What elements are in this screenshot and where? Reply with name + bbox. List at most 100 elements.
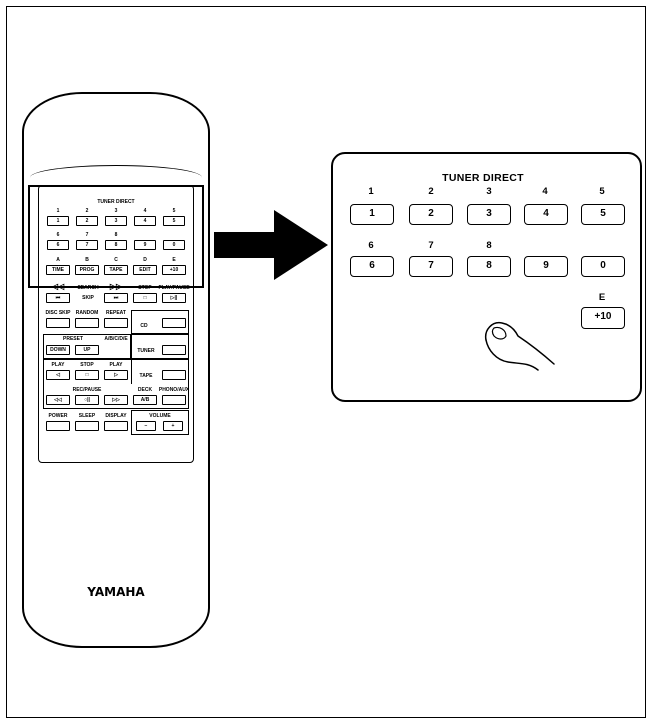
volume-label: VOLUME [149, 413, 171, 419]
zoom-key-2[interactable]: 2 [409, 204, 453, 225]
remote-key-6[interactable]: 6 [47, 240, 69, 250]
function-label-d: D [143, 257, 147, 263]
volume-group [131, 410, 189, 435]
remote-key-8[interactable]: 8 [105, 240, 127, 250]
direct-label-6: 6 [56, 232, 60, 238]
remote-key-7[interactable]: 7 [76, 240, 98, 250]
play-pause-button[interactable]: ▷|| [162, 293, 186, 303]
power-button[interactable] [46, 421, 70, 431]
phono-aux-button[interactable] [162, 395, 186, 405]
zoom-key-6[interactable]: 6 [350, 256, 394, 277]
tape-play-forward-button[interactable]: ▷ [104, 370, 128, 380]
zoom-key-7[interactable]: 7 [409, 256, 453, 277]
zoom-arrow-icon [214, 210, 328, 280]
skip-forward-button[interactable]: ⏭ [104, 293, 128, 303]
cd-button[interactable] [162, 318, 186, 328]
direct-label-8: 8 [114, 232, 118, 238]
tape-group [43, 359, 189, 409]
preset-down-button[interactable]: DOWN [46, 345, 70, 355]
remote-key-4[interactable]: 4 [134, 216, 156, 226]
zoom-label-4: 4 [542, 186, 548, 197]
tuner-button[interactable] [162, 345, 186, 355]
tuner-group [131, 334, 189, 359]
search-forward-icon: ▷▷ [109, 282, 123, 291]
page-frame [6, 6, 646, 718]
random-button[interactable] [75, 318, 99, 328]
zoom-key-8[interactable]: 8 [467, 256, 511, 277]
tape-edit-button[interactable]: TAPE [104, 265, 128, 275]
preset-up-button[interactable]: UP [75, 345, 99, 355]
remote-key-2[interactable]: 2 [76, 216, 98, 226]
brand-logo: YAMAHA [87, 585, 145, 599]
tuner-direct-highlight [28, 185, 204, 288]
tape-divider [131, 359, 132, 384]
rec-pause-button[interactable]: ○|| [75, 395, 99, 405]
search-label: SEARCH [77, 285, 99, 291]
sleep-button[interactable] [75, 421, 99, 431]
abcde-label: A/B/C/D/E [104, 336, 128, 342]
zoom-plus10-button[interactable]: +10 [581, 307, 625, 329]
remote-key-1[interactable]: 1 [47, 216, 69, 226]
zoom-label-7: 7 [428, 240, 434, 251]
function-label-c: C [114, 257, 118, 263]
disc-skip-label: DISC SKIP [45, 310, 71, 316]
direct-label-2: 2 [85, 208, 89, 214]
zoom-key-9[interactable]: 9 [524, 256, 568, 277]
remote-key-3[interactable]: 3 [105, 216, 127, 226]
skip-back-button[interactable]: ⏮ [46, 293, 70, 303]
zoom-title: TUNER DIRECT [442, 172, 524, 184]
volume-up-button[interactable]: + [163, 421, 183, 431]
tape-play-reverse-button[interactable]: ◁ [46, 370, 70, 380]
tape-play-right-label: PLAY [109, 362, 123, 368]
zoom-label-3: 3 [486, 186, 492, 197]
cd-label: CD [140, 323, 148, 329]
random-label: RANDOM [75, 310, 99, 316]
display-label: DISPLAY [105, 413, 127, 419]
zoom-label-6: 6 [368, 240, 374, 251]
remote-key-9[interactable]: 9 [134, 240, 156, 250]
time-button[interactable]: TIME [46, 265, 70, 275]
remote-key-5[interactable]: 5 [163, 216, 185, 226]
repeat-button[interactable] [104, 318, 128, 328]
phono-aux-label: PHONO/AUX [158, 387, 190, 393]
tape-play-left-label: PLAY [51, 362, 65, 368]
fast-forward-button[interactable]: ▷▷ [104, 395, 128, 405]
tape-stop-label: STOP [80, 362, 94, 368]
finger-icon [484, 321, 555, 371]
sleep-label: SLEEP [78, 413, 96, 419]
zoom-key-1[interactable]: 1 [350, 204, 394, 225]
tape-stop-button[interactable]: □ [75, 370, 99, 380]
power-label: POWER [48, 413, 68, 419]
disc-skip-button[interactable] [46, 318, 70, 328]
edit-button[interactable]: EDIT [133, 265, 157, 275]
direct-label-1: 1 [56, 208, 60, 214]
zoom-key-5[interactable]: 5 [581, 204, 625, 225]
repeat-label: REPEAT [106, 310, 126, 316]
deck-ab-button[interactable]: A/B [133, 395, 157, 405]
search-back-icon: ◁◁ [51, 282, 65, 291]
zoom-key-3[interactable]: 3 [467, 204, 511, 225]
stop-button[interactable]: □ [133, 293, 157, 303]
plus10-button[interactable]: +10 [162, 265, 186, 275]
function-label-b: B [85, 257, 89, 263]
zoom-label-8: 8 [486, 240, 492, 251]
function-label-e: E [172, 257, 176, 263]
tuner-direct-zoom-panel [331, 152, 642, 402]
stop-label: STOP [138, 285, 152, 291]
rewind-button[interactable]: ◁◁ [46, 395, 70, 405]
volume-down-button[interactable]: − [136, 421, 156, 431]
function-label-a: A [56, 257, 60, 263]
zoom-label-2: 2 [428, 186, 434, 197]
cd-group [131, 310, 189, 334]
skip-label: SKIP [82, 295, 94, 301]
direct-label-4: 4 [143, 208, 147, 214]
tape-button[interactable] [162, 370, 186, 380]
zoom-key-4[interactable]: 4 [524, 204, 568, 225]
zoom-label-5: 5 [599, 186, 605, 197]
zoom-key-0[interactable]: 0 [581, 256, 625, 277]
remote-key-0[interactable]: 0 [163, 240, 185, 250]
direct-label-5: 5 [172, 208, 176, 214]
prog-button[interactable]: PROG [75, 265, 99, 275]
zoom-label-e: E [598, 292, 606, 303]
display-button[interactable] [104, 421, 128, 431]
